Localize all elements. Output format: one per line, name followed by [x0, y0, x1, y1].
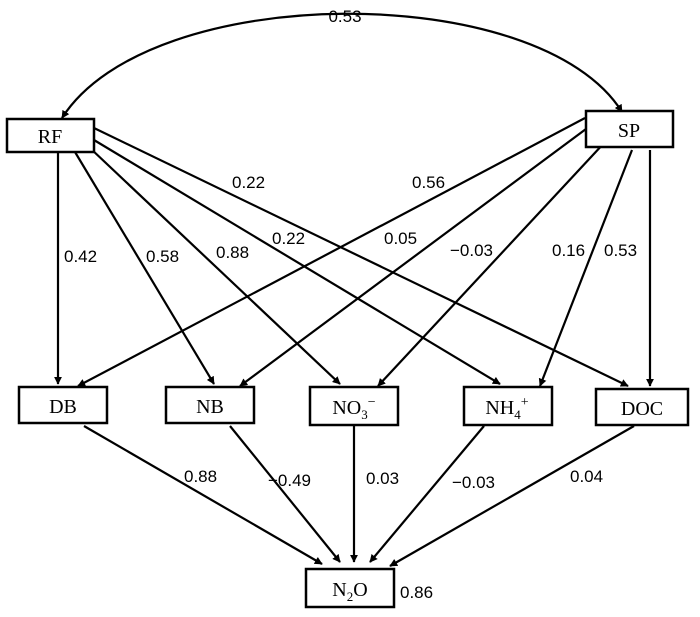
node-doc: DOC: [594, 387, 690, 427]
node-rf: RF: [5, 117, 96, 154]
coef-sp-db: 0.56: [412, 173, 445, 192]
node-nb: NB: [164, 385, 256, 425]
coefficient-labels: 0.53 0.42 0.58 0.88 0.22 0.22 0.56 0.05 …: [64, 7, 637, 602]
node-no3-base: NO: [332, 397, 361, 419]
coef-rf-no3: 0.88: [216, 243, 249, 262]
coef-rf-nh4: 0.22: [272, 229, 305, 248]
coef-db-n2o: 0.88: [184, 467, 217, 486]
edge-sp-db: [77, 117, 586, 387]
coef-sp-no3: −0.03: [450, 241, 493, 260]
node-rf-label: RF: [38, 126, 62, 148]
node-no3: NO3−: [308, 385, 400, 427]
node-db: DB: [17, 385, 109, 425]
coef-n2o-r2: 0.86: [400, 583, 433, 602]
node-nh4-sup: +: [521, 395, 529, 410]
node-n2o: N2O: [304, 567, 396, 609]
node-nh4-sub: 4: [514, 407, 521, 422]
edge-sp-nb: [239, 125, 591, 387]
coef-sp-doc: 0.53: [604, 241, 637, 260]
node-no3-sub: 3: [361, 407, 368, 422]
edge-rf-nb: [74, 151, 215, 385]
coef-nh4-n2o: −0.03: [452, 473, 495, 492]
node-nh4-label: NH4+: [485, 395, 528, 422]
coef-rf-nb: 0.58: [146, 247, 179, 266]
edge-rf-sp: [61, 12, 623, 119]
node-nh4: NH4+: [462, 385, 554, 427]
node-n2o-base: N: [332, 579, 346, 601]
node-nb-label: NB: [196, 396, 224, 418]
coef-rf-doc: 0.22: [232, 173, 265, 192]
node-db-label: DB: [49, 396, 77, 418]
edge-rf-no3: [89, 147, 341, 385]
edge-rf-nh4: [93, 139, 501, 385]
node-n2o-sub: 2: [347, 589, 354, 604]
edge-db-n2o: [83, 425, 323, 565]
edges: [54, 12, 654, 567]
node-n2o-label: N2O: [332, 579, 367, 604]
coef-doc-n2o: 0.04: [570, 467, 603, 486]
edge-sp-nh4: [538, 149, 634, 387]
edge-rf-doc: [93, 127, 629, 387]
node-no3-label: NO3−: [332, 395, 375, 422]
node-sp: SP: [584, 109, 675, 149]
coef-sp-nh4: 0.16: [552, 241, 585, 260]
node-sp-label: SP: [618, 120, 640, 142]
edge-nb-n2o: [229, 425, 341, 563]
edge-sp-no3: [377, 141, 606, 387]
coef-no3-n2o: 0.03: [366, 469, 399, 488]
edge-doc-n2o: [389, 425, 635, 567]
coef-nb-n2o: −0.49: [268, 471, 311, 490]
coef-rf-sp: 0.53: [328, 7, 361, 26]
edge-nh4-n2o: [369, 425, 485, 563]
node-n2o-tail: O: [353, 579, 367, 601]
node-no3-sup: −: [368, 395, 376, 410]
node-nh4-base: NH: [485, 397, 514, 419]
coef-rf-db: 0.42: [64, 247, 97, 266]
node-doc-label: DOC: [621, 398, 663, 420]
coef-sp-nb: 0.05: [384, 229, 417, 248]
